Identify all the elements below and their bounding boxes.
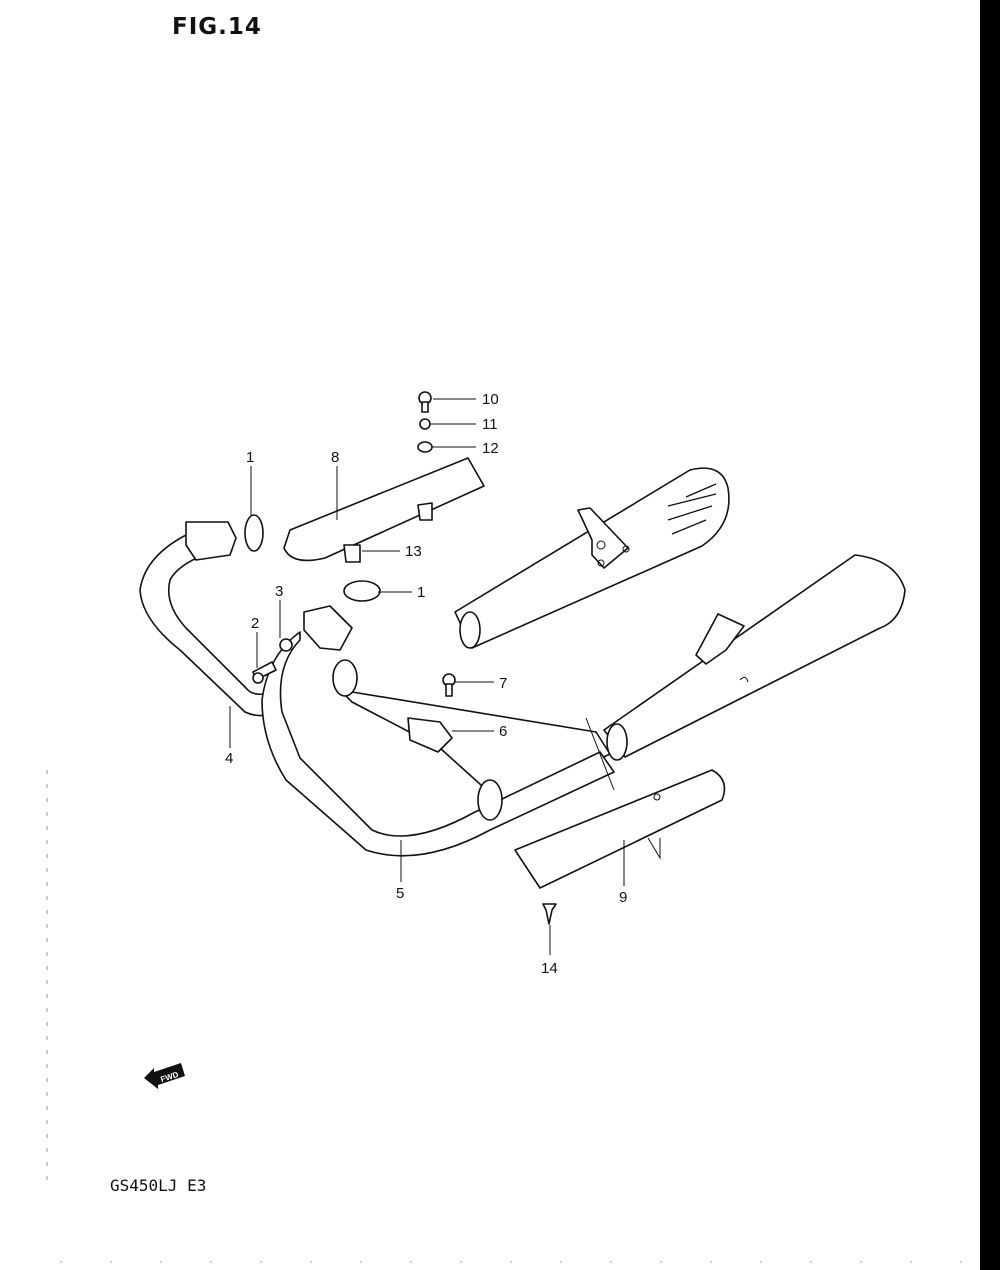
model-code: GS450LJ E3	[110, 1176, 207, 1195]
callout-13: 13	[405, 543, 422, 560]
callout-1-upper: 1	[246, 449, 254, 466]
screw-14-part	[542, 903, 557, 925]
clamp-part	[407, 717, 453, 753]
fwd-arrow-icon: FWD	[144, 1063, 185, 1089]
muffler-lower	[603, 554, 906, 758]
pipe-cover-part	[514, 769, 726, 889]
gasket-lower-part	[343, 580, 381, 602]
callout-2: 2	[251, 615, 259, 632]
callout-10: 10	[482, 391, 499, 408]
muffler-upper	[454, 467, 730, 649]
pipe-flange-right	[303, 605, 353, 651]
callout-3: 3	[275, 583, 283, 600]
cushion-12-part	[417, 441, 433, 453]
bolt-7-part	[442, 673, 456, 697]
scan-edge-bar	[980, 0, 1000, 1270]
gasket-upper-part	[244, 514, 264, 552]
bolt-10-part	[418, 391, 432, 413]
muffler-cover-part	[283, 457, 485, 562]
callout-12: 12	[482, 440, 499, 457]
callout-5: 5	[396, 885, 404, 902]
callout-7: 7	[499, 675, 507, 692]
callout-8: 8	[331, 449, 339, 466]
bolt-2-part	[252, 661, 277, 684]
callout-6: 6	[499, 723, 507, 740]
cover-clamp-part	[343, 544, 361, 563]
callout-9: 9	[619, 889, 627, 906]
washer-11-part	[419, 418, 431, 430]
exhaust-pipe-right	[261, 631, 615, 857]
callout-11: 11	[482, 416, 498, 433]
callout-14: 14	[541, 960, 558, 977]
callout-4: 4	[225, 750, 233, 767]
figure-title: FIG.14	[172, 14, 262, 40]
callout-1-lower: 1	[417, 584, 425, 601]
pipe-flange-left	[185, 521, 237, 561]
washer-3-part	[279, 638, 293, 652]
